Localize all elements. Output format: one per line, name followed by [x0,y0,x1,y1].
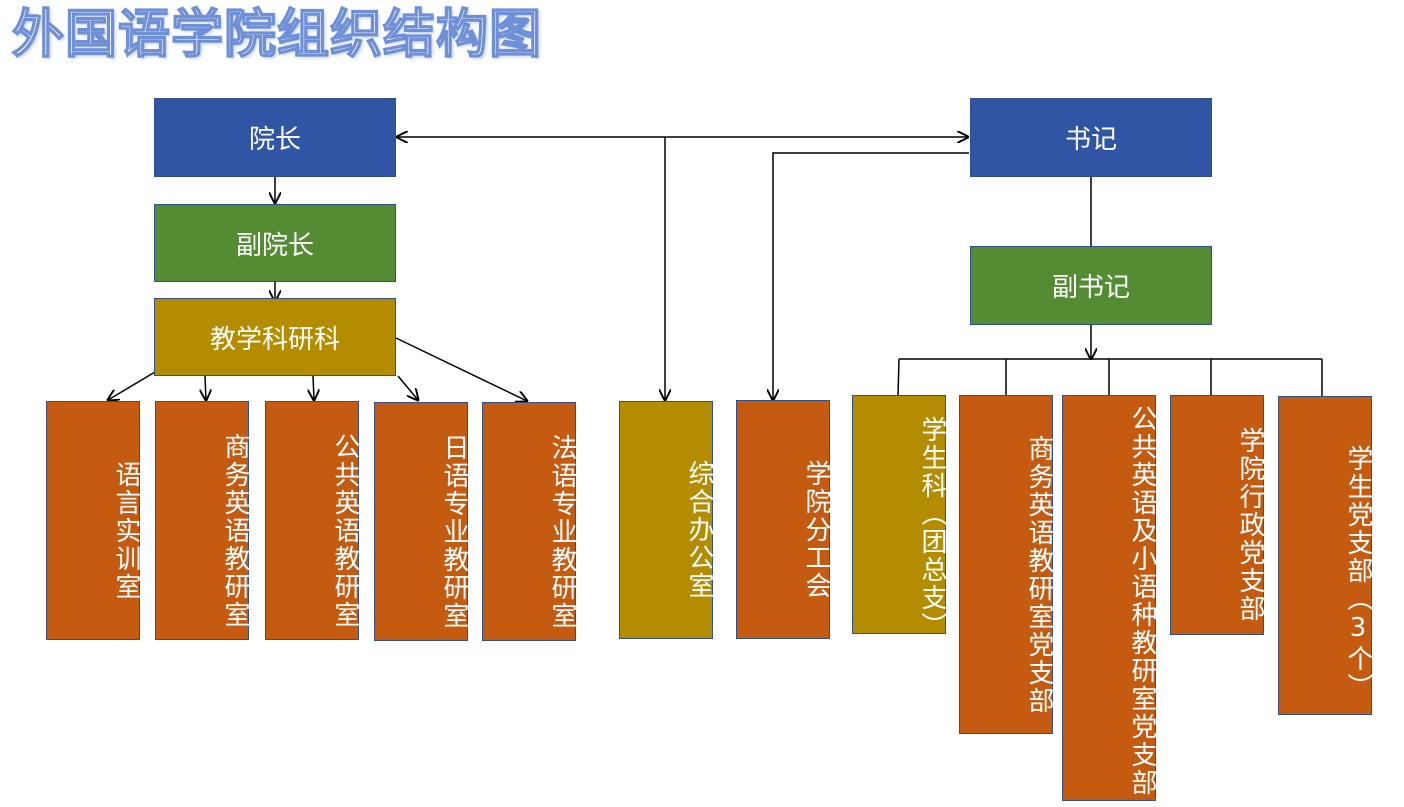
general-office-node: 综合办公室 [619,401,714,639]
teaching-room3-connector [313,375,314,400]
student-party-branch-node: 学生党支部（3个） [1278,396,1373,715]
teaching-room5-connector [395,337,527,401]
admin-party-branch-node: 学院行政党支部 [1170,395,1265,635]
teaching-research-office-node: 教学科研科 [154,298,396,376]
language-training-room-node: 语言实训室 [46,401,141,640]
public-english-office-node: 公共英语教研室 [265,401,360,640]
union-connector [773,152,969,400]
french-office-node: 法语专业教研室 [482,402,577,641]
union-node: 学院分工会 [736,400,831,639]
teaching-room4-connector [397,375,418,400]
student-office-node: 学生科（团总支） [852,395,947,640]
dean-node: 院长 [154,98,396,177]
japanese-office-node: 日语专业教研室 [374,402,469,641]
teaching-room1-connector [108,371,156,400]
public-english-party-branch-node: 公共英语及小语种教研室党支部 [1062,395,1157,801]
secretary-node: 书记 [970,98,1212,177]
vice-secretary-node: 副书记 [970,246,1212,325]
page-title: 外国语学院组织结构图 [11,4,543,65]
business-english-party-branch-node: 商务英语教研室党支部 [959,395,1054,734]
teaching-room2-connector [205,375,206,400]
vice-dean-node: 副院长 [154,204,396,282]
business-english-office-node: 商务英语教研室 [155,401,250,640]
